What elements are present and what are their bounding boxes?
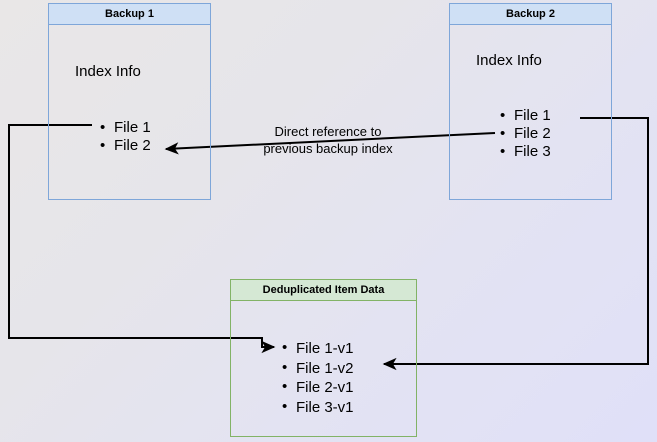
node-backup-1-index-label: Index Info xyxy=(75,63,141,80)
node-backup-1[interactable]: Backup 1 Index Info File 1 File 2 xyxy=(48,3,211,200)
node-backup-1-header: Backup 1 xyxy=(49,4,210,25)
list-item: File 3-v1 xyxy=(282,398,354,418)
list-item: File 1-v1 xyxy=(282,339,354,359)
list-item: File 3 xyxy=(500,143,551,161)
list-item: File 1 xyxy=(500,107,551,125)
list-item: File 2-v1 xyxy=(282,378,354,398)
node-deduplicated-item-data-header: Deduplicated Item Data xyxy=(231,280,416,301)
list-item: File 1-v2 xyxy=(282,359,354,379)
list-item: File 2 xyxy=(100,137,151,155)
node-deduplicated-file-list: File 1-v1 File 1-v2 File 2-v1 File 3-v1 xyxy=(282,339,354,417)
annotation-line-1: Direct reference to xyxy=(274,124,382,139)
node-deduplicated-item-data[interactable]: Deduplicated Item Data File 1-v1 File 1-… xyxy=(230,279,417,437)
node-backup-2[interactable]: Backup 2 Index Info File 1 File 2 File 3 xyxy=(449,3,612,200)
annotation-direct-reference: Direct reference to previous backup inde… xyxy=(248,123,408,157)
node-backup-2-header: Backup 2 xyxy=(450,4,611,25)
list-item: File 1 xyxy=(100,119,151,137)
node-backup-2-index-label: Index Info xyxy=(476,52,542,69)
list-item: File 2 xyxy=(500,125,551,143)
node-backup-2-file-list: File 1 File 2 File 3 xyxy=(500,107,551,161)
annotation-line-2: previous backup index xyxy=(263,141,393,156)
node-backup-1-file-list: File 1 File 2 xyxy=(100,119,151,155)
